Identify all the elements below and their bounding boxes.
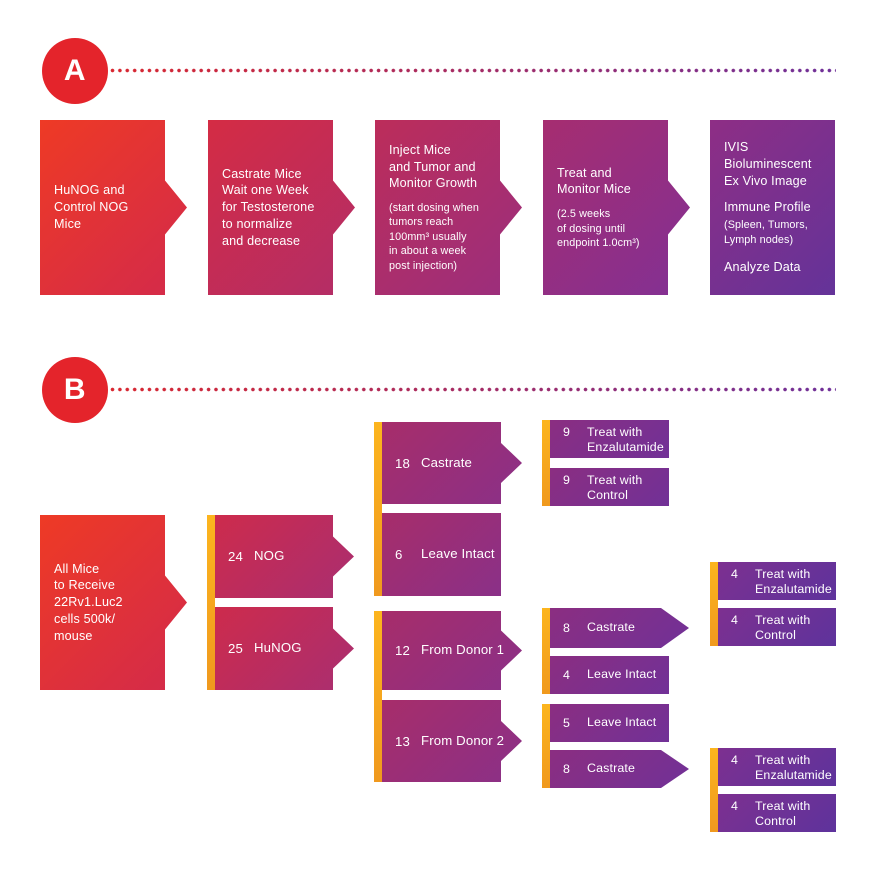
node-label: HuNOG <box>254 640 302 656</box>
node-label: Treat with Control <box>755 613 811 643</box>
group-bar-nog-hunog <box>207 515 215 690</box>
group-bar-castrate8b-children <box>710 748 718 832</box>
flow-node-leave-intact-6: 6 Leave Intact <box>382 513 501 596</box>
flow-node-treat-enzalutamide-9: 9 Treat with Enzalutamide <box>550 420 669 458</box>
group-bar-castrate8a-children <box>710 562 718 646</box>
step-note: (2.5 weeks of dosing until endpoint 1.0c… <box>557 208 640 249</box>
step-title: HuNOG and Control NOG Mice <box>54 183 129 231</box>
node-count: 4 <box>563 668 571 682</box>
node-label: Treat with Enzalutamide <box>755 753 832 783</box>
node-count: 24 <box>228 549 244 564</box>
step-box-mice: HuNOG and Control NOG Mice <box>40 120 187 295</box>
flow-node-from-donor-1: 12 From Donor 1 <box>382 611 522 690</box>
node-label: From Donor 1 <box>421 642 505 658</box>
flow-node-castrate-8b: 8 Castrate <box>550 750 689 788</box>
step-footer: Analyze Data <box>724 260 801 275</box>
group-bar-donor1-children <box>542 608 550 694</box>
flow-node-leave-intact-5: 5 Leave Intact <box>550 704 669 742</box>
flow-node-nog: 24 NOG <box>215 515 354 598</box>
node-label: Treat with Enzalutamide <box>587 425 664 455</box>
section-b-dotted-divider <box>110 387 836 392</box>
node-count: 9 <box>563 425 571 439</box>
group-bar-hunog-children <box>374 611 382 782</box>
group-bar-donor2-children <box>542 704 550 788</box>
group-bar-nog-children <box>374 422 382 596</box>
flow-node-treat-control-4a: 4 Treat with Control <box>718 608 836 646</box>
flow-node-treat-control-9: 9 Treat with Control <box>550 468 669 506</box>
node-count: 4 <box>731 753 739 767</box>
node-label: Leave Intact <box>587 667 657 682</box>
section-a-marker: A <box>42 38 108 104</box>
node-count: 18 <box>395 455 411 471</box>
node-count: 8 <box>563 762 571 776</box>
flow-node-treat-enzalutamide-4a: 4 Treat with Enzalutamide <box>718 562 836 600</box>
node-count: 25 <box>228 641 244 656</box>
flow-node-leave-intact-4: 4 Leave Intact <box>550 656 669 694</box>
section-a-dotted-divider <box>110 68 836 73</box>
node-label: Castrate <box>587 620 636 635</box>
node-label: From Donor 2 <box>421 732 505 748</box>
node-label: Castrate <box>587 761 636 776</box>
step-title: Castrate Mice Wait one Week for Testoste… <box>222 166 315 248</box>
group-bar-castrate18-children <box>542 420 550 506</box>
node-count: 9 <box>563 473 571 487</box>
node-count: 5 <box>563 716 571 730</box>
flow-node-castrate-18: 18 Castrate <box>382 422 522 504</box>
step-box-inject: Inject Mice and Tumor and Monitor Growth… <box>375 120 522 295</box>
node-count: 4 <box>731 567 739 581</box>
node-label: Treat with Enzalutamide <box>755 567 832 597</box>
node-label: Castrate <box>421 454 473 470</box>
step-box-analysis: IVIS Bioluminescent Ex Vivo Image Immune… <box>710 120 835 295</box>
step-title: IVIS Bioluminescent Ex Vivo Image <box>724 140 812 188</box>
flow-node-from-donor-2: 13 From Donor 2 <box>382 700 522 782</box>
step-box-treat: Treat and Monitor Mice (2.5 weeks of dos… <box>543 120 690 295</box>
step-extra: Immune Profile <box>724 200 811 215</box>
flow-node-hunog: 25 HuNOG <box>215 607 354 690</box>
node-label: NOG <box>254 548 285 564</box>
flow-root-label: All Mice to Receive 22Rv1.Luc2 cells 500… <box>54 561 123 643</box>
node-label: Leave Intact <box>421 546 495 562</box>
node-count: 12 <box>395 643 411 658</box>
flow-root-all-mice: All Mice to Receive 22Rv1.Luc2 cells 500… <box>40 515 187 690</box>
node-label: Leave Intact <box>587 715 657 730</box>
node-count: 6 <box>395 547 403 562</box>
node-label: Treat with Control <box>755 799 811 829</box>
node-label: Treat with Control <box>587 473 643 503</box>
step-title: Treat and Monitor Mice <box>557 165 631 197</box>
step-title: Inject Mice and Tumor and Monitor Growth <box>389 142 478 191</box>
node-count: 8 <box>563 621 571 635</box>
flow-node-treat-enzalutamide-4b: 4 Treat with Enzalutamide <box>718 748 836 786</box>
step-box-castrate: Castrate Mice Wait one Week for Testoste… <box>208 120 355 295</box>
node-count: 4 <box>731 799 739 813</box>
flow-node-treat-control-4b: 4 Treat with Control <box>718 794 836 832</box>
step-extra-note: (Spleen, Tumors, Lymph nodes) <box>724 219 808 246</box>
section-b-marker: B <box>42 357 108 423</box>
node-count: 4 <box>731 613 739 627</box>
flow-node-castrate-8a: 8 Castrate <box>550 608 689 648</box>
node-count: 13 <box>395 733 411 749</box>
step-note: (start dosing when tumors reach 100mm³ u… <box>389 201 480 272</box>
